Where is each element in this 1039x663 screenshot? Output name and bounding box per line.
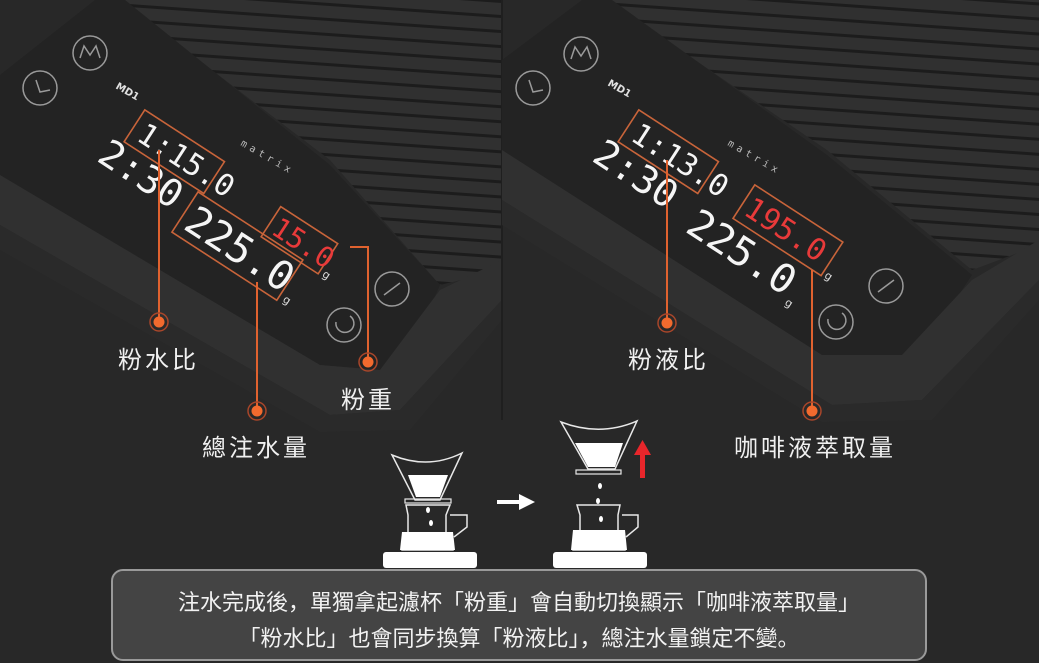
callout-label-powder-weight: 粉重 [341, 386, 395, 414]
scale-illustration-before: MD1 matrix 1:15.0 2:30 225.0 g 15.0 g [0, 0, 502, 432]
ribbed-pan [120, 0, 502, 285]
callout-label-liquid-ratio: 粉液比 [628, 346, 709, 374]
mode-button [563, 36, 599, 72]
callout-label-ratio: 粉水比 [118, 346, 199, 374]
caption-line-2: 「粉水比」也會同步換算「粉液比」，總注水量鎖定不變。 [238, 627, 800, 652]
total-water-box [170, 190, 305, 302]
ribbed-pan [607, 0, 1039, 270]
timer-button [515, 70, 551, 106]
callout-label-extraction: 咖啡液萃取量 [734, 434, 896, 462]
ratio-box [617, 108, 720, 195]
dripper-on-server-icon [383, 451, 477, 568]
powder-weight-box [260, 205, 339, 275]
caption-box: 注水完成後，單獨拿起濾杯「粉重」會自動切換顯示「咖啡液萃取量」 「粉水比」也會同… [111, 569, 927, 661]
callout-dot-powder-weight [362, 356, 374, 368]
mode-button [72, 35, 108, 71]
caption-line-1: 注水完成後，單獨拿起濾杯「粉重」會自動切換顯示「咖啡液萃取量」 [177, 591, 860, 616]
panel-after: MD1 matrix 1:13.0 2:30 225.0 g 195.0 g [502, 0, 1039, 663]
power-button [818, 304, 854, 340]
scale-illustration-after: MD1 matrix 1:13.0 2:30 225.0 g 195.0 g [502, 0, 1039, 422]
power-button [326, 307, 362, 343]
callout-dot-ratio [153, 316, 165, 328]
dripper-lifted-icon [553, 419, 647, 568]
timer-button [22, 70, 58, 106]
right-arrow-icon [497, 494, 535, 510]
callout-dot-ratio [661, 317, 673, 329]
process-illustration [383, 419, 651, 568]
callout-line-powder-weight [350, 246, 369, 362]
callout-label-total-water: 總注水量 [202, 434, 310, 462]
extraction-box [731, 183, 844, 277]
callout-dot-total-water [251, 405, 263, 417]
callout-dot-extraction [806, 405, 818, 417]
ratio-box [123, 108, 226, 195]
lift-up-arrow-icon [634, 440, 651, 478]
unit-button [374, 271, 410, 307]
panel-before: MD1 matrix 1:15.0 2:30 225.0 g 15.0 g [0, 0, 502, 663]
unit-button [868, 268, 904, 304]
